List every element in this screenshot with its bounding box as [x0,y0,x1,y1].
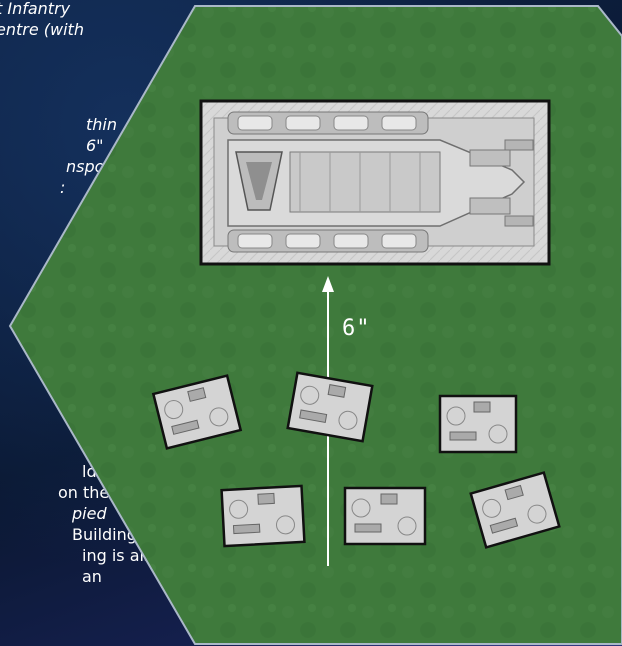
rules-line: t Infantry [0,0,71,18]
infantry-base [469,471,561,549]
infantry-base [151,374,243,450]
infantry-base [286,371,374,443]
rules-text-top: t Infantry entre (with [0,0,176,40]
measure-label: 6" [342,316,371,341]
transport-vehicle-model [199,99,551,266]
rules-line: : [60,178,66,197]
infantry-base [343,486,427,546]
infantry-base [438,394,518,454]
rules-italic-word: pied [72,504,107,523]
rules-word: Building [72,525,137,544]
rules-line: entre (with [0,20,84,39]
rules-line: pied Building [0,503,175,545]
infantry-base [220,484,306,548]
rules-line: thin 6" [86,115,117,155]
